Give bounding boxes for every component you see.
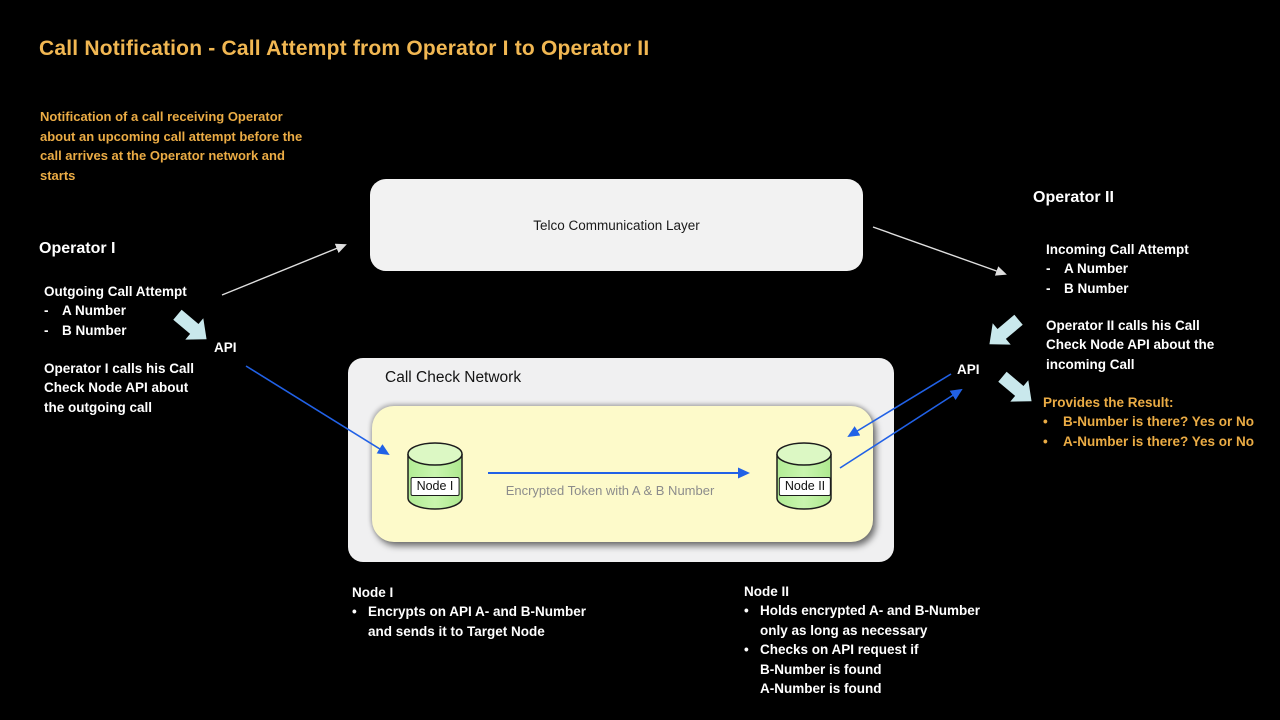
result-title: Provides the Result:: [1043, 395, 1174, 410]
bullet-marker: •: [744, 642, 749, 658]
operator1-item-a-number: A Number: [62, 303, 127, 319]
api-label-operator2: API: [957, 362, 980, 377]
operator1-heading: Operator I: [39, 240, 116, 257]
page-title: Call Notification - Call Attempt from Op…: [39, 37, 650, 60]
dash-marker: -: [44, 322, 49, 338]
telco-communication-layer-box: Telco Communication Layer: [370, 179, 863, 271]
node2-notes: Node II • Holds encrypted A- and B-Numbe…: [744, 582, 980, 698]
token-arrow-label: Encrypted Token with A & B Number: [505, 483, 715, 498]
list-item: - B Number: [1046, 279, 1189, 298]
result-item-a-number: A-Number is there? Yes or No: [1063, 433, 1255, 449]
bullet-marker: •: [744, 603, 749, 619]
bullet-marker: •: [1043, 414, 1048, 430]
operator2-item-a-number: A Number: [1064, 261, 1129, 277]
dash-marker: -: [1046, 280, 1051, 296]
result-block: Provides the Result: • B-Number is there…: [1043, 393, 1254, 451]
api-block-arrow-operator2: [989, 314, 1023, 345]
result-block-arrow-operator2: [998, 371, 1032, 402]
node2-notes-heading: Node II: [744, 584, 790, 599]
operator1-item-b-number: B Number: [62, 322, 127, 338]
bullet-marker: •: [352, 604, 357, 620]
operator1-call-attempt: Outgoing Call Attempt - A Number - B Num…: [44, 282, 187, 340]
bullet-marker: •: [1043, 433, 1048, 449]
arrow-operator1-to-telco: [221, 243, 347, 296]
node1-notes-heading: Node I: [352, 585, 394, 600]
list-item: • A-Number is there? Yes or No: [1043, 432, 1254, 451]
result-item-b-number: B-Number is there? Yes or No: [1063, 414, 1255, 430]
node2-label: Node II: [778, 477, 832, 496]
operator2-call-attempt-title: Incoming Call Attempt: [1046, 242, 1189, 257]
list-item: - B Number: [44, 321, 187, 340]
list-item: • B-Number is there? Yes or No: [1043, 412, 1254, 431]
node1-notes: Node I • Encrypts on API A- and B-Number…: [352, 583, 586, 641]
node1-label: Node I: [410, 477, 460, 496]
operator2-item-b-number: B Number: [1064, 280, 1129, 296]
call-check-network-label: Call Check Network: [385, 369, 522, 386]
list-item: - A Number: [44, 301, 187, 320]
dash-marker: -: [1046, 261, 1051, 277]
network-inner-panel: [372, 406, 873, 542]
operator1-call-attempt-title: Outgoing Call Attempt: [44, 284, 187, 299]
telco-communication-layer-label: Telco Communication Layer: [533, 217, 700, 233]
operator2-call-attempt: Incoming Call Attempt - A Number - B Num…: [1046, 240, 1189, 298]
intro-note: Notification of a call receiving Operato…: [40, 109, 303, 183]
list-item: - A Number: [1046, 259, 1189, 278]
api-label-operator1: API: [214, 340, 237, 355]
arrow-telco-to-operator2: [872, 226, 1007, 276]
dash-marker: -: [44, 303, 49, 319]
operator2-heading: Operator II: [1033, 189, 1114, 206]
